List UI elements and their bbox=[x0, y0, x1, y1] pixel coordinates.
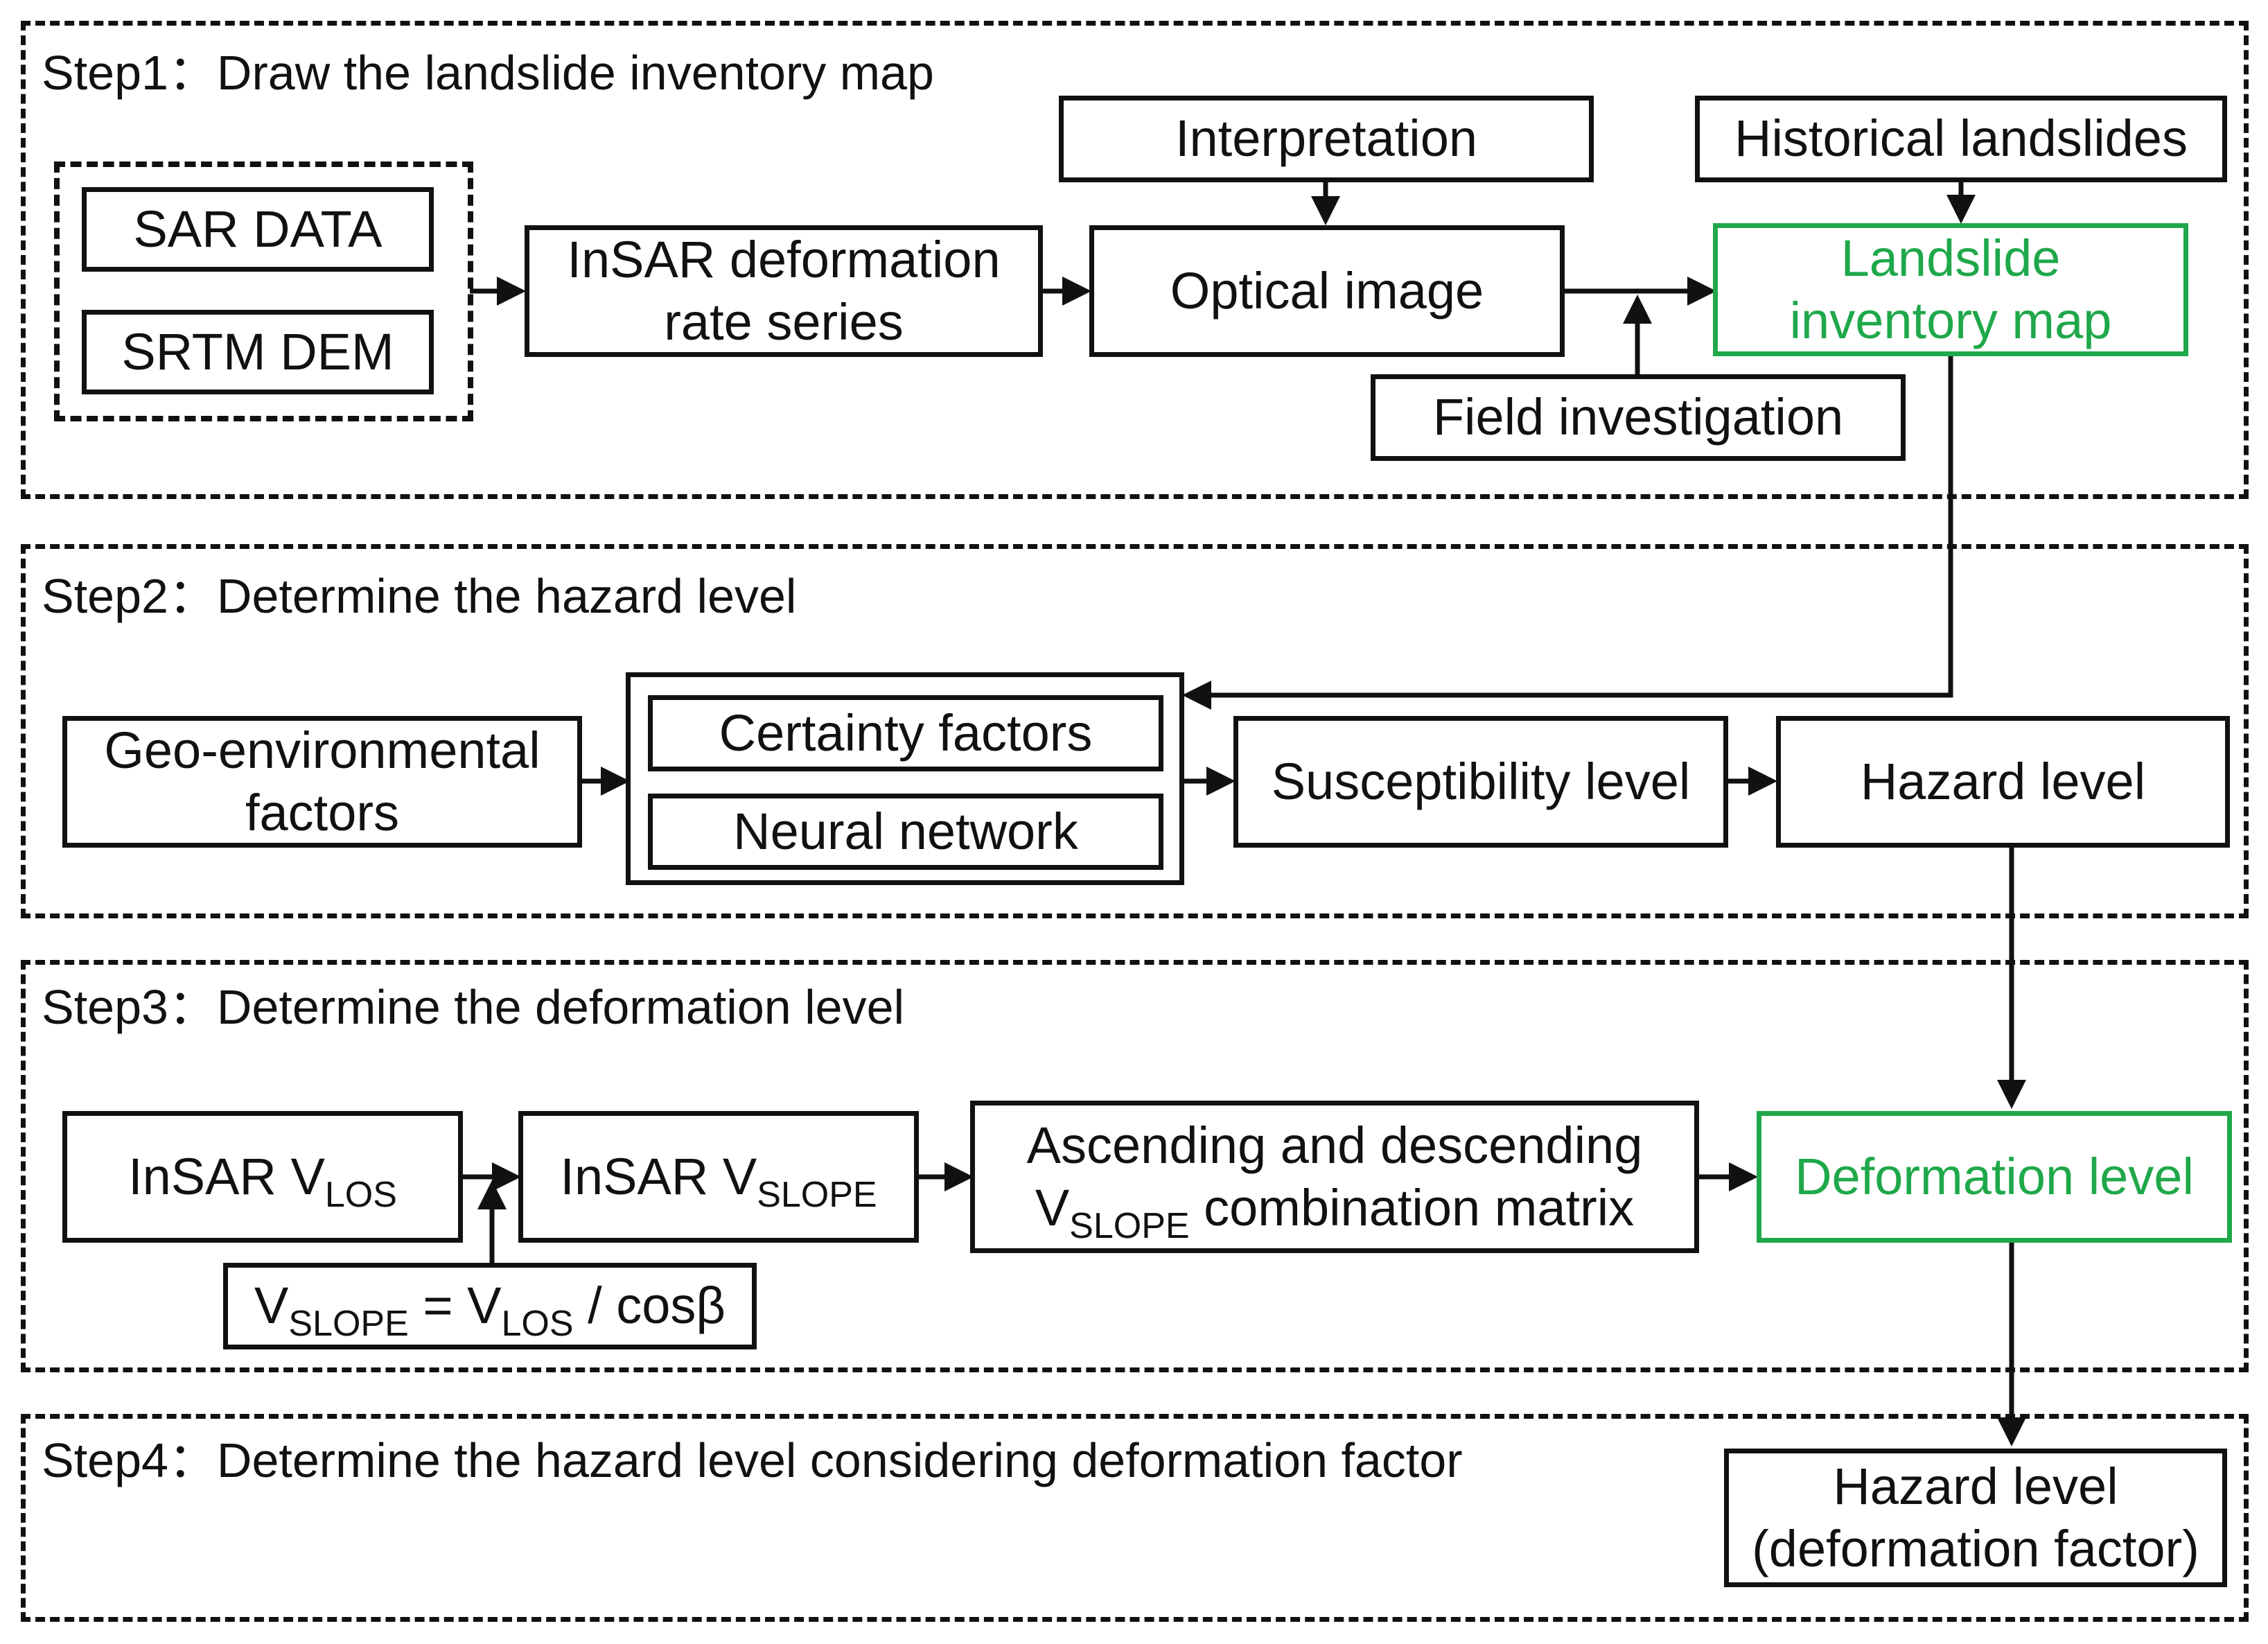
hazard-level-box: Hazard level bbox=[1776, 716, 2230, 848]
neural-network-box: Neural network bbox=[648, 794, 1163, 870]
step2-panel bbox=[21, 544, 2249, 918]
insar-vslope-box: InSAR VSLOPE bbox=[518, 1111, 919, 1243]
step2-title: Step2：Determine the hazard level bbox=[42, 569, 797, 623]
vslope-formula-box: VSLOPE = VLOS / cosβ bbox=[223, 1263, 757, 1349]
arrow-inventory-to-models bbox=[1182, 355, 1953, 710]
step3-panel bbox=[21, 960, 2249, 1372]
interpretation-box: Interpretation bbox=[1059, 96, 1594, 182]
deformation-level-box: Deformation level bbox=[1757, 1111, 2232, 1243]
certainty-factors-box: Certainty factors bbox=[648, 695, 1163, 771]
optical-image-box: Optical image bbox=[1089, 225, 1565, 357]
combination-matrix-box: Ascending and descending VSLOPE combinat… bbox=[970, 1101, 1699, 1253]
step4-title: Step4：Determine the hazard level conside… bbox=[42, 1433, 1463, 1487]
susceptibility-level-box: Susceptibility level bbox=[1233, 716, 1728, 848]
step1-panel bbox=[21, 21, 2249, 499]
input-data-group bbox=[54, 161, 473, 421]
step3-title: Step3：Determine the deformation level bbox=[42, 980, 905, 1034]
sar-data-box: SAR DATA bbox=[82, 187, 434, 272]
step4-panel bbox=[21, 1414, 2249, 1622]
step1-title: Step1：Draw the landslide inventory map bbox=[42, 46, 934, 100]
historical-landslides-box: Historical landslides bbox=[1695, 96, 2227, 182]
hazard-level-deformation-box: Hazard level(deformation factor) bbox=[1724, 1449, 2227, 1587]
insar-vlos-box: InSAR VLOS bbox=[62, 1111, 463, 1243]
srtm-dem-box: SRTM DEM bbox=[82, 310, 434, 394]
field-investigation-box: Field investigation bbox=[1371, 374, 1906, 461]
